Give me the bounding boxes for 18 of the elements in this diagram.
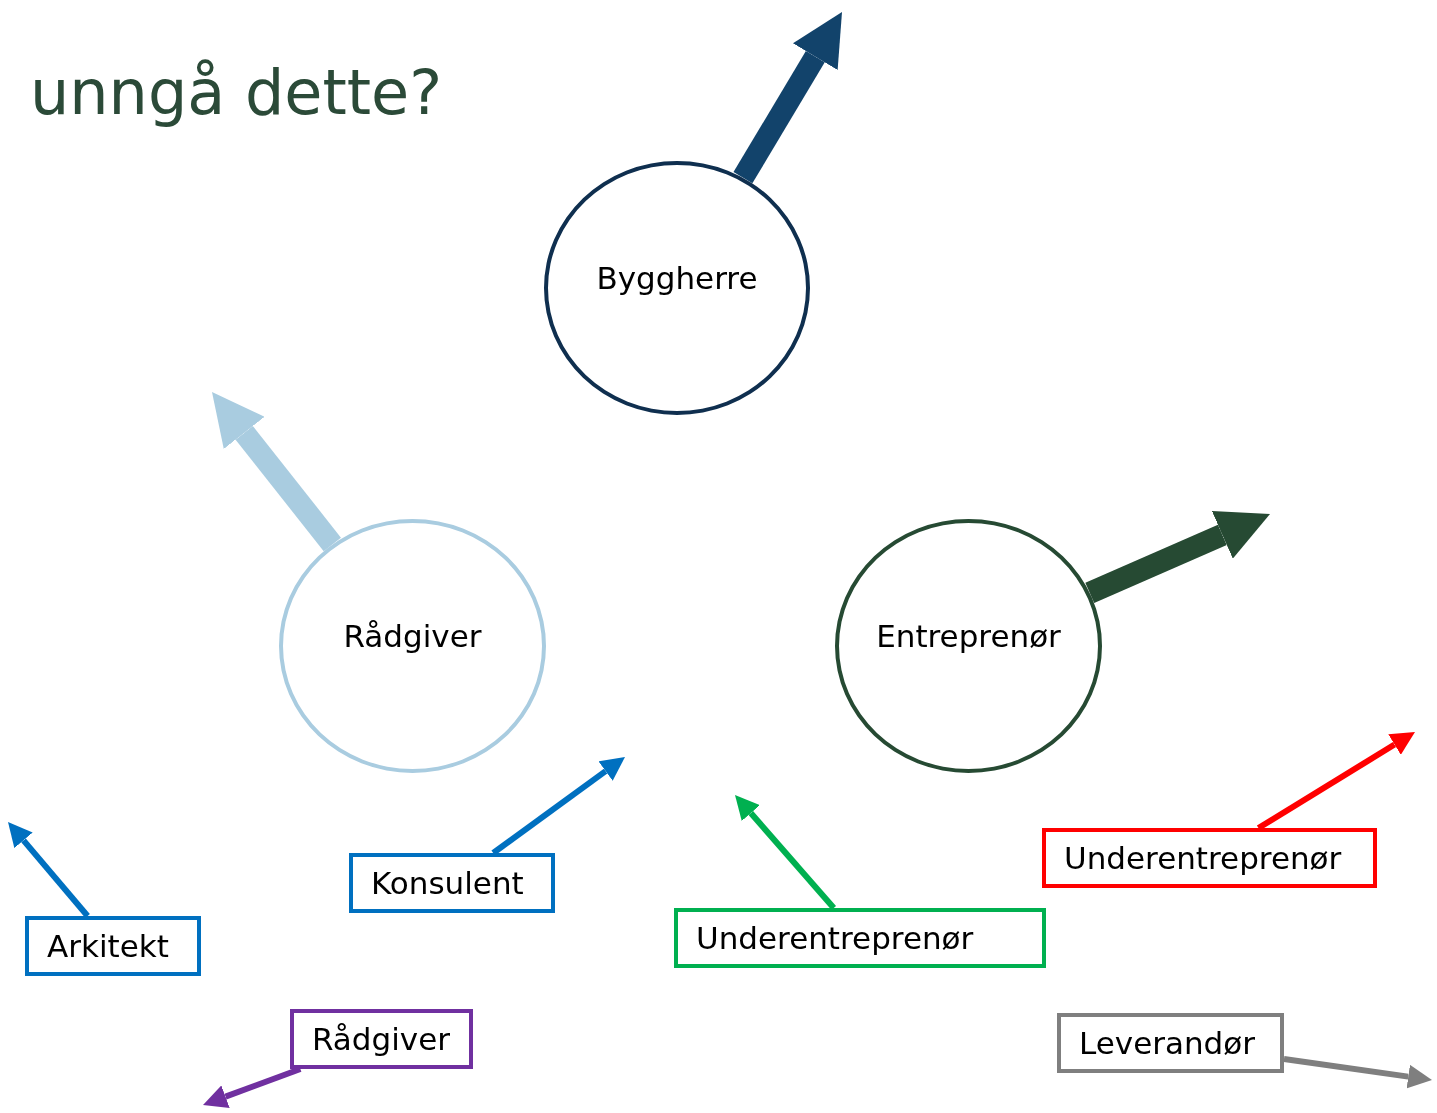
- arrow: [735, 795, 837, 910]
- role-circle: Rådgiver: [279, 519, 546, 773]
- block-arrow: [1085, 511, 1270, 603]
- role-box: Konsulent: [349, 853, 555, 913]
- role-box: Underentreprenør: [1042, 828, 1377, 888]
- role-box: Underentreprenør: [674, 908, 1046, 968]
- role-circle: Byggherre: [544, 161, 810, 415]
- role-box: Arkitekt: [25, 916, 201, 976]
- arrow: [1256, 732, 1415, 831]
- role-box: Rådgiver: [290, 1009, 473, 1069]
- arrow: [8, 822, 90, 918]
- arrow: [203, 1066, 302, 1108]
- role-circle: Entreprenør: [835, 519, 1102, 773]
- role-box: Leverandør: [1057, 1013, 1284, 1073]
- block-arrow: [733, 12, 842, 184]
- block-arrow: [212, 392, 341, 552]
- arrow: [1283, 1056, 1432, 1089]
- arrow: [491, 757, 625, 856]
